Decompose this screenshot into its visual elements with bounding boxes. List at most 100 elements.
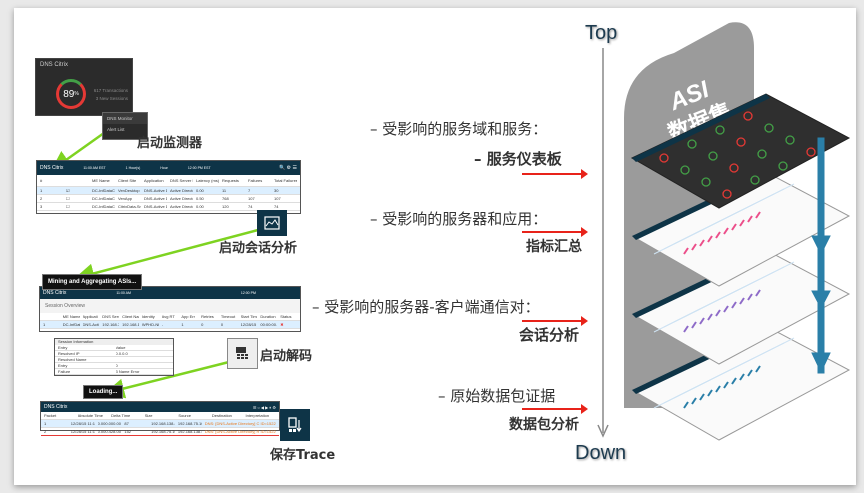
column-header[interactable]: Packet [44, 413, 57, 418]
level1-item: – 服务仪表板 [474, 150, 562, 168]
table-cell: 74 [248, 204, 253, 209]
column-header[interactable] [43, 314, 60, 319]
table-cell: DC-InfDataCenter [62, 322, 80, 327]
table-cell: 2 [40, 196, 43, 201]
widget-title: DNS Citrix [40, 62, 68, 68]
column-header[interactable]: DNS Server Name [170, 178, 193, 183]
table-row[interactable]: Entry 0 [55, 363, 173, 369]
column-header[interactable]: Timeout [220, 314, 236, 319]
table-cell: 12/28/15 11:18:56.776.5 [70, 429, 95, 434]
level2-title: – 受影响的服务器和应用： [370, 210, 548, 228]
table-header: # ME Name Client Site Application DNS Server… [37, 175, 300, 187]
table-cell: 12/28/15 11:18:56 AM [240, 322, 258, 327]
column-header[interactable]: Start Time [240, 314, 258, 319]
table-cell: 0 [115, 363, 118, 368]
arrow-table-to-session [74, 228, 259, 284]
green-arrows [50, 131, 259, 399]
table-cell: 11 [222, 188, 227, 193]
level2-item: 指标汇总 [526, 239, 582, 255]
table-cell: WPHD-NETTSCOUTT.COM [141, 322, 159, 327]
column-header[interactable]: Total Failures [274, 178, 297, 183]
table-cell: 1 [43, 322, 46, 327]
decode-grid-icon [235, 346, 248, 359]
sessions-count: 3 New Sessions [95, 96, 128, 101]
column-header[interactable]: Latency (ms) [196, 178, 219, 183]
table-cell: VenApp [118, 196, 133, 201]
table-cell: 107 [248, 196, 255, 201]
table-cell: 192.168.138.4 [177, 429, 202, 434]
table-cell: DNS-Active Directory [144, 188, 167, 193]
table-row[interactable]: Resolved Name [55, 357, 173, 363]
menu-item-dns-monitor[interactable]: DNS Monitor [103, 113, 147, 124]
table-row[interactable]: 2☐DC-InfDataCenterVenAppDNS-Active Direc… [37, 195, 300, 203]
column-header[interactable]: Size [144, 413, 153, 418]
column-header[interactable]: Absolute Time [77, 413, 103, 418]
dns-citrix-widget[interactable]: DNS Citrix 89% 617 Transactions 3 New Se… [35, 58, 133, 116]
column-header[interactable]: Status [280, 314, 292, 319]
decode-toolbar-icons[interactable]: ☰ ○ ◀ ▶ ⏸ ⚙ [252, 404, 276, 410]
column-header[interactable]: ME Name [92, 178, 110, 183]
toolbar-icons[interactable]: 🔍 ⚙ ☰ [279, 165, 297, 171]
column-header[interactable]: App Err [181, 314, 195, 319]
table-cell: - [161, 322, 163, 327]
table-row[interactable]: 1☑DC-InfDataCenterVenDesktopDNS-Active D… [37, 187, 300, 195]
column-header[interactable]: Source [178, 413, 191, 418]
table-cell: 0 [220, 322, 224, 327]
monitor-title[interactable]: DNS Citrix [40, 165, 64, 171]
step-launch-decode: 启动解码 [260, 349, 313, 364]
table-row[interactable]: 3☐DC-InfDataCenterCitrixData-SrvDNS-Acti… [37, 203, 300, 211]
table-cell: ☐ [66, 204, 70, 209]
table-cell: CitrixData-Srv [118, 204, 141, 209]
table-cell: 192.168.75.10 [177, 421, 202, 426]
table-cell: 00:00:00.0 [260, 322, 277, 327]
level4-item: 数据包分析 [509, 417, 579, 433]
table-cell: Resolved IP [58, 351, 80, 356]
column-header[interactable]: Delta Time [111, 413, 131, 418]
table-row[interactable]: 112/28/15 11:18:56.775.60.000.000.000871… [41, 420, 279, 428]
session-analysis-button[interactable] [257, 210, 287, 236]
step-launch-monitor: 启动监测器 [137, 136, 203, 151]
column-header[interactable]: Interpretation [245, 413, 270, 418]
loading-status: Loading... [83, 385, 124, 399]
column-header[interactable]: Entry [58, 345, 68, 350]
table-row[interactable]: Failure 3 Name Error [55, 369, 173, 375]
column-header[interactable]: Application [144, 178, 164, 183]
column-header[interactable]: Retries [201, 314, 214, 319]
table-cell: 3 Name Error [115, 369, 140, 374]
table-row[interactable]: 1DC-InfDataCenterDNS-Active Directory192… [40, 321, 300, 329]
column-header[interactable]: Requests [222, 178, 239, 183]
menu-item-alert-list[interactable]: Alert List [107, 127, 125, 132]
step-save-trace: 保存Trace [270, 448, 336, 463]
red-arrow-4 [522, 404, 588, 414]
table-row[interactable]: 212/28/15 11:18:56.776.50.000.428.000152… [41, 428, 279, 436]
table-cell: 0.00 [196, 204, 204, 209]
column-header[interactable]: Applicati [82, 314, 98, 319]
session-overview-heading: Session Overview [40, 299, 300, 313]
column-header[interactable]: # [40, 178, 43, 183]
table-cell: 7 [248, 188, 251, 193]
table-cell: 3 [40, 204, 43, 209]
table-cell: 87 [124, 421, 129, 426]
save-trace-button[interactable] [280, 409, 310, 441]
column-header[interactable]: Avg RT [161, 314, 175, 319]
slide: DNS Citrix 89% 617 Transactions 3 New Se… [14, 8, 856, 485]
column-header[interactable]: Identity [141, 314, 155, 319]
column-header[interactable]: Value [115, 345, 126, 350]
session-table: DNS Citrix 11:00 AM 12:00 PM Session Ove… [39, 286, 301, 332]
table-cell: Entry [58, 363, 68, 368]
column-header[interactable]: Failures [248, 178, 263, 183]
table-cell: Failure [58, 369, 71, 374]
table-cell: 0.0.0.0 [115, 351, 128, 356]
column-header[interactable]: Duration [260, 314, 276, 319]
table-cell: 1 [44, 421, 47, 426]
column-header[interactable]: Client Site [118, 178, 137, 183]
table-row[interactable]: Resolved IP 0.0.0.0 [55, 351, 173, 357]
column-header[interactable]: DNS Server [102, 314, 119, 319]
column-header[interactable]: Destination [211, 413, 232, 418]
down-label: Down [575, 442, 627, 464]
decode-button[interactable] [227, 338, 258, 369]
mining-status: Mining and Aggregating ASIs... [42, 274, 143, 290]
column-header[interactable]: Client Name [122, 314, 139, 319]
column-header[interactable]: ME Name [62, 314, 80, 319]
